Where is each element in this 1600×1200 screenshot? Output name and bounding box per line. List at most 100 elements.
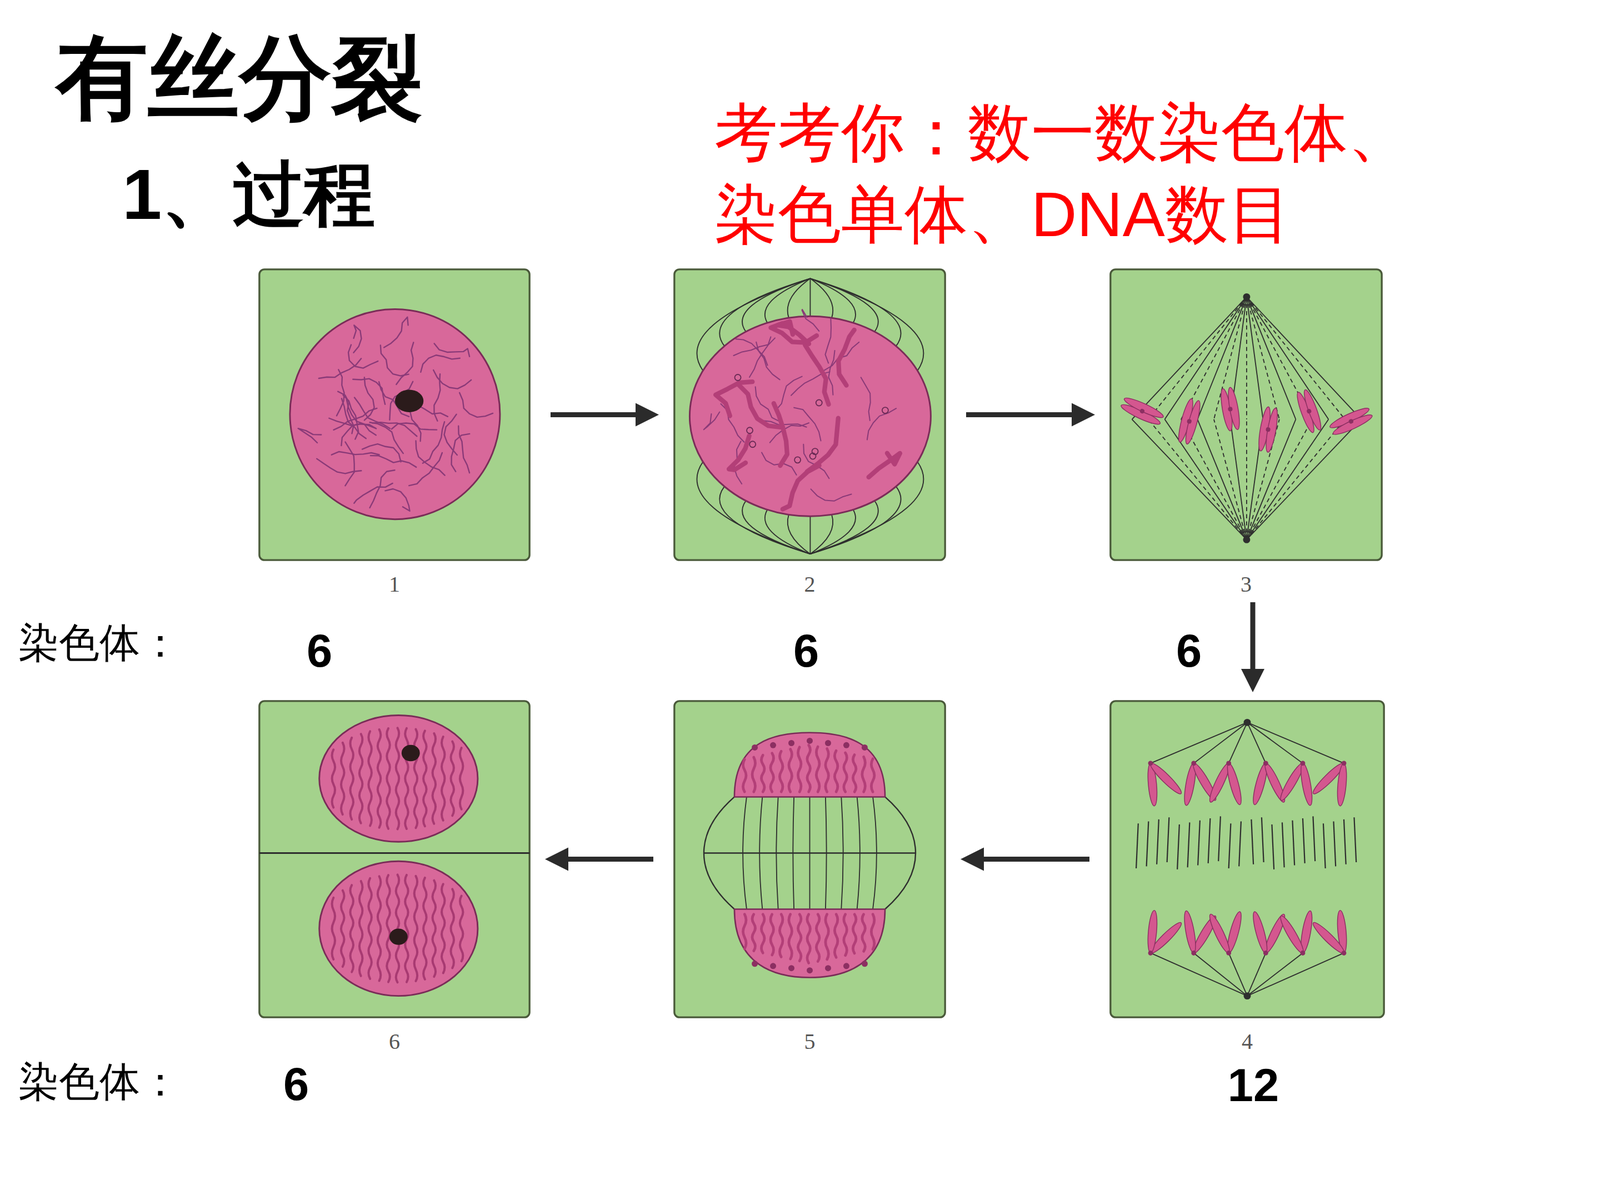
cell-figure-part	[395, 390, 424, 413]
cell-figure-part	[1156, 819, 1159, 865]
cell-figure-part	[843, 914, 847, 956]
cell-figure-part	[1294, 388, 1324, 434]
count-number: 6	[306, 625, 333, 677]
cell-figure-part	[816, 746, 819, 792]
stage-panel: 2	[673, 268, 947, 562]
cell-figure-part	[788, 965, 795, 972]
panel-number: 3	[1109, 573, 1383, 596]
cell-figure-part	[460, 896, 463, 962]
cell-figure-part	[1328, 405, 1374, 438]
arrow-shaft	[550, 412, 637, 418]
cell-figure-part	[751, 960, 758, 967]
cell-figure-part	[828, 350, 835, 395]
section-heading: 1、过程	[122, 155, 375, 234]
cell-figure-part	[416, 440, 445, 475]
cell-figure-part	[1119, 395, 1165, 428]
cell-figure-part	[779, 914, 783, 958]
arrow-head	[1071, 403, 1095, 427]
cell-figure-part	[434, 343, 470, 357]
cell-figure-part	[787, 514, 811, 554]
cell-figure	[1109, 700, 1385, 1019]
cell-figure-part	[318, 358, 362, 379]
cell-figure-part	[825, 740, 832, 747]
cell-figure-part	[391, 423, 437, 430]
cell-figure-part	[341, 423, 377, 446]
cell-figure-part	[703, 852, 916, 854]
cell-figure-part	[816, 914, 819, 962]
cell-figure-part	[1228, 952, 1248, 996]
stage-panel: 1	[258, 268, 531, 562]
cell-figure-part	[1277, 757, 1322, 808]
cell-figure-part	[1263, 407, 1280, 453]
cell-figure-part	[353, 325, 362, 353]
cell-figure-part	[1132, 753, 1186, 809]
cell-figure-part	[383, 317, 408, 348]
cell-figure-part	[1312, 816, 1315, 862]
cell-figure	[258, 268, 531, 562]
cell-figure-part	[756, 342, 780, 380]
cell-figure-part	[1191, 950, 1197, 956]
cell-figure-part	[1277, 913, 1307, 955]
cell-figure-part	[1271, 824, 1274, 870]
cell-figure-part	[674, 269, 945, 560]
cell-figure-part	[1150, 722, 1248, 763]
cell-figure-part	[1226, 386, 1242, 431]
cell-figure-part	[1309, 907, 1363, 963]
cell-figure-part	[773, 403, 788, 466]
cell-figure-part	[1227, 406, 1233, 412]
cell-figure-part	[1206, 912, 1233, 955]
cell-figure-part	[1132, 907, 1186, 963]
cell-figure-part	[341, 742, 344, 815]
cell-figure-part	[460, 747, 463, 810]
cell-figure-part	[1246, 296, 1345, 419]
cell-figure-part	[1331, 411, 1374, 438]
cell-figure-part	[862, 756, 865, 792]
cell-figure-part	[1347, 418, 1354, 425]
cell-figure-part	[843, 962, 850, 969]
cell-figure-part	[1146, 821, 1149, 867]
cell-figure-part	[734, 732, 885, 798]
cell-figure-part	[1230, 419, 1247, 540]
cell-figure-part	[787, 278, 811, 318]
cell-figure-part	[1218, 816, 1221, 862]
cell-figure-part	[423, 730, 427, 827]
cell-figure-part	[341, 398, 367, 439]
cell-figure-part	[797, 914, 801, 962]
cell-figure-part	[1148, 419, 1247, 540]
cell-figure-part	[1110, 701, 1384, 1018]
cell-figure-part	[350, 737, 353, 820]
cell-figure-part	[807, 914, 810, 964]
cell-figure-part	[1263, 950, 1269, 957]
cell-figure-part	[809, 278, 811, 317]
stage-panel: 4	[1109, 700, 1385, 1019]
cell-figure-part	[1250, 910, 1270, 954]
cell-figure-part	[368, 731, 372, 826]
cell-figure-part	[1182, 910, 1198, 954]
cell-figure-part	[389, 928, 408, 945]
cell-figure-part	[735, 374, 742, 381]
cell-figure-part	[1277, 908, 1322, 959]
cell-figure-part	[432, 880, 436, 977]
cell-figure-part	[348, 345, 378, 369]
cell-figure-part	[1353, 817, 1357, 863]
cell-figure-part	[353, 483, 393, 504]
cell-figure-part	[450, 741, 454, 817]
cell-figure-part	[825, 965, 832, 972]
cell-figure-part	[1146, 910, 1159, 954]
cell-figure-part	[861, 377, 871, 421]
arrow-shaft	[982, 856, 1090, 862]
cell-figure-part	[1218, 386, 1242, 432]
cell-figure-part	[810, 453, 817, 460]
cell-figure-part	[1187, 822, 1190, 868]
cell-figure-part	[333, 408, 377, 430]
cell-figure-part	[1256, 406, 1280, 453]
cell-figure-part	[1193, 952, 1248, 996]
count-number: 6	[283, 1058, 309, 1110]
arrow-head	[1241, 668, 1265, 693]
cell-figure-part	[721, 403, 745, 443]
cell-figure-part	[761, 914, 764, 954]
cell-figure-part	[871, 758, 874, 793]
cell-figure-part	[341, 890, 344, 967]
flow-arrow	[1241, 602, 1265, 693]
cell-figure-part	[1343, 819, 1347, 865]
